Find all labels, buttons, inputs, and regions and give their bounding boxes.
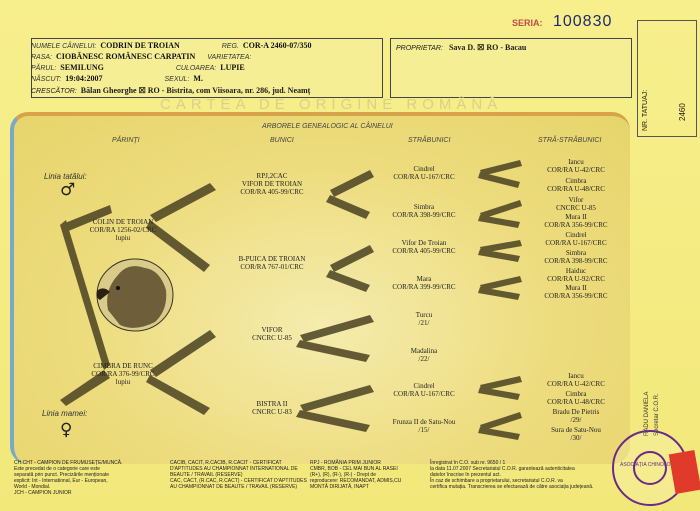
branch-g1 bbox=[330, 170, 374, 197]
branch-gg8 bbox=[478, 287, 520, 300]
branch-g5 bbox=[300, 315, 374, 342]
sex: M. bbox=[193, 74, 203, 83]
serial-value: 100830 bbox=[552, 13, 613, 30]
owner: Sava D. ☒ RO - Bacau bbox=[448, 43, 527, 52]
breeder: Bălan Gheorghe ☒ RO - Bistrita, com Viis… bbox=[80, 86, 311, 95]
coat: SEMILUNG bbox=[60, 63, 104, 72]
great-8: Frunza II de Satu-Nou/15/ bbox=[392, 418, 456, 434]
branch-gg4 bbox=[478, 215, 520, 228]
branch-gp3 bbox=[150, 330, 216, 377]
great-6: Madalina/22/ bbox=[410, 347, 438, 363]
serial-number: SERIA: 100830 bbox=[512, 13, 612, 31]
branch-gg1 bbox=[480, 160, 522, 176]
header-ggreat: STRĂ-STRĂBUNICI bbox=[538, 137, 602, 144]
branch-gg2 bbox=[478, 172, 520, 188]
female-symbol-icon: ♀ bbox=[60, 420, 73, 440]
branch-gg12 bbox=[478, 427, 520, 440]
tattoo-box: NR. TATUAJ: 2460 bbox=[637, 20, 697, 137]
branch-g2 bbox=[326, 195, 370, 219]
branch-parent-sire bbox=[60, 205, 112, 232]
breed-row: RASA:CIOBĂNESC ROMÂNESC CARPATIN VARIETA… bbox=[31, 52, 252, 61]
footer-legend-2: CACIB, CACIT, R.CACIB, R.CACIT - CERTIFI… bbox=[170, 460, 307, 490]
branch-gg9 bbox=[480, 376, 522, 391]
dog-info-box bbox=[31, 38, 383, 98]
watermark: CARTEA DE ORIGINE ROMÂNĂ bbox=[160, 96, 503, 113]
branch-gg6 bbox=[478, 249, 520, 262]
branch-g7 bbox=[300, 385, 374, 412]
branch-g4 bbox=[326, 270, 370, 292]
branch-gg10 bbox=[478, 387, 520, 400]
serial-label: SERIA: bbox=[512, 18, 543, 28]
branch-gg11 bbox=[480, 412, 522, 431]
color: LUPIE bbox=[220, 63, 245, 72]
dog-illustration bbox=[96, 258, 174, 332]
seal-inner-ring bbox=[633, 451, 667, 485]
branch-g3 bbox=[330, 245, 374, 272]
branch-gg5 bbox=[480, 240, 522, 253]
owner-box bbox=[390, 38, 632, 98]
born-row: NĂSCUT:19:04:2007 SEXUL:M. bbox=[31, 74, 203, 83]
breeder-row: CRESCĂTOR:Bălan Gheorghe ☒ RO - Bistrita… bbox=[31, 86, 311, 95]
secretary-signature-block: RADU DANIELA Secretar C.O.R. bbox=[640, 340, 676, 440]
branch-gg7 bbox=[480, 276, 522, 291]
branch-gp2 bbox=[146, 220, 210, 272]
branch-gp1 bbox=[150, 183, 216, 222]
male-symbol-icon: ♂ bbox=[60, 180, 76, 200]
owner-row: PROPRIETAR:Sava D. ☒ RO - Bacau bbox=[396, 43, 527, 52]
footer-legend-1: CH.CHT - CAMPION DE FRUMUSEȚE/MUNCĂ.Este… bbox=[14, 460, 123, 496]
header-great: STRĂBUNICI bbox=[408, 137, 451, 144]
ggreat-11: Bradu De Pietris/29/ bbox=[552, 408, 600, 424]
breed: CIOBĂNESC ROMÂNESC CARPATIN bbox=[56, 52, 196, 61]
branch-gg3 bbox=[480, 200, 522, 219]
ggreat-12: Sura de Satu-Nou/30/ bbox=[551, 426, 601, 442]
header-grandparents: BUNICI bbox=[270, 137, 294, 144]
branch-gp4 bbox=[146, 375, 210, 415]
branch-trunk bbox=[60, 220, 110, 370]
seal-text: ASOCIAȚIA CHINOLOGICĂ bbox=[620, 462, 683, 468]
header-parents: PĂRINȚI bbox=[112, 137, 140, 144]
mother-line-label: Linia mamei: bbox=[42, 409, 88, 418]
name-row: NUMELE CÂINELUI:CODRIN DE TROIAN REG.COR… bbox=[31, 41, 312, 50]
born-date: 19:04:2007 bbox=[65, 74, 103, 83]
dog-name: CODRIN DE TROIAN bbox=[100, 41, 180, 50]
branch-g6 bbox=[296, 340, 370, 362]
father-line-label: Linia tatălui: bbox=[44, 172, 87, 181]
branch-g8 bbox=[296, 410, 370, 432]
tree-title: ARBORELE GENEALOGIC AL CÂINELUI bbox=[262, 123, 393, 130]
footer: CH.CHT - CAMPION DE FRUMUSEȚE/MUNCĂ.Este… bbox=[10, 458, 630, 508]
branch-parent-dam bbox=[60, 370, 110, 406]
registration-number: COR-A 2460-07/350 bbox=[242, 41, 312, 50]
great-5: Turcu/21/ bbox=[415, 311, 433, 327]
coat-row: PĂRUL:SEMILUNG CULOAREA:LUPIE bbox=[31, 63, 245, 72]
